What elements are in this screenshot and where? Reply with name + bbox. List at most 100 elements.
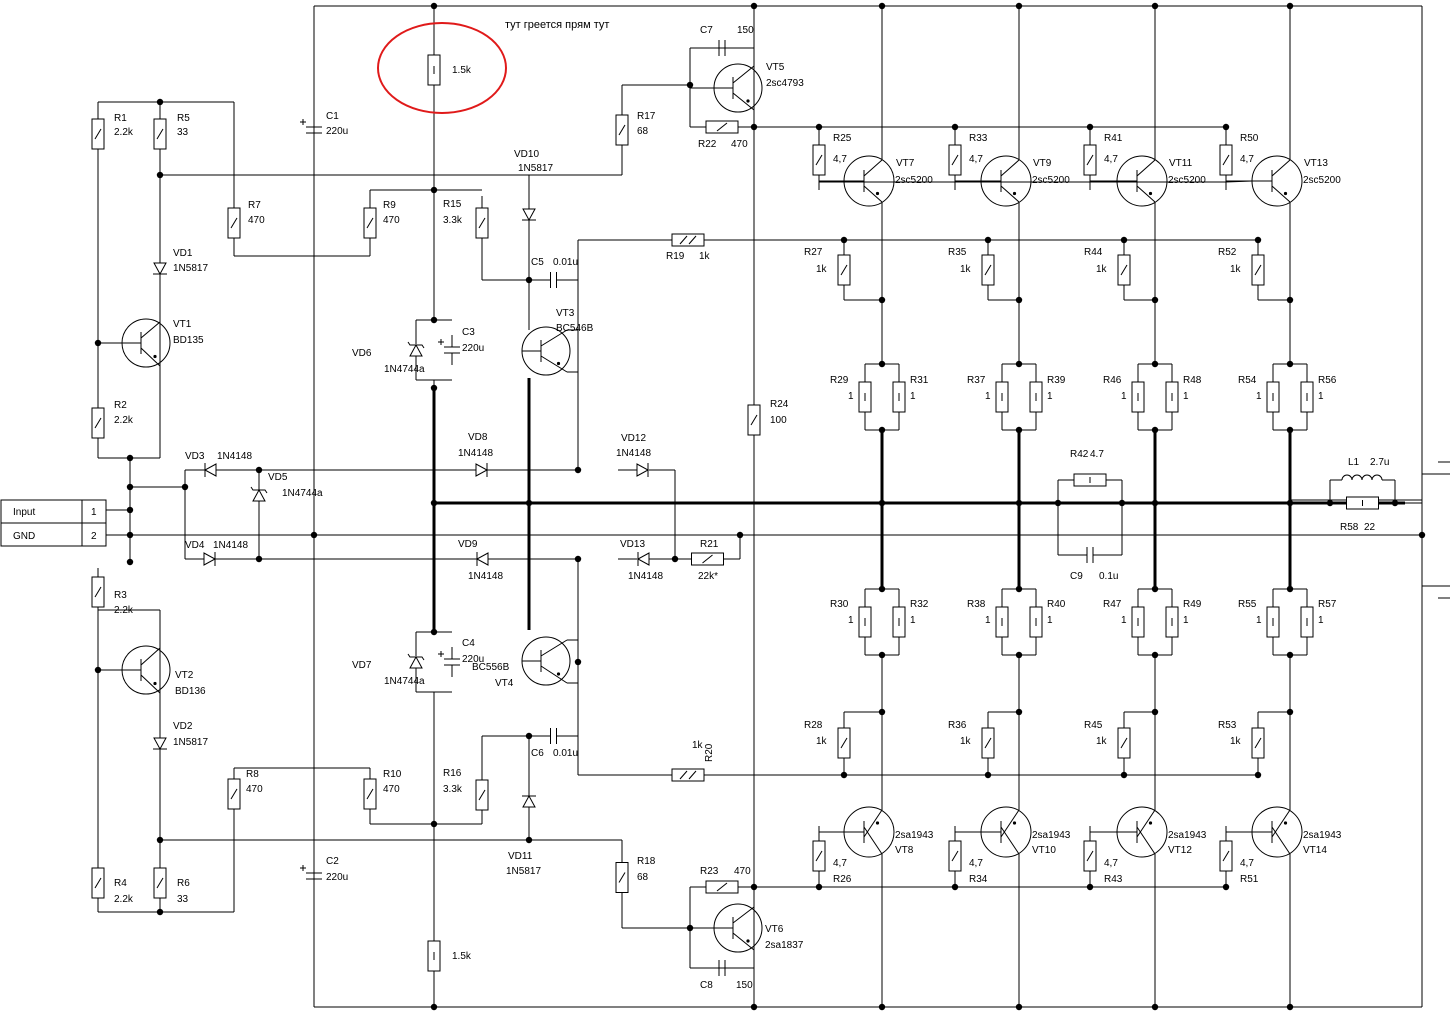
vt-bot-designator: VT10 <box>1032 845 1056 856</box>
r-base-top-value: 4,7 <box>833 154 847 165</box>
junction-dot <box>750 883 758 891</box>
rtop-value: 1.5k <box>452 65 472 76</box>
c1-value: 220u <box>326 126 348 137</box>
junction-dot <box>878 360 886 368</box>
r33-resistor <box>948 144 962 176</box>
r51-resistor <box>1219 840 1233 872</box>
re-bot-right-designator: R40 <box>1047 599 1066 610</box>
junction-dot <box>126 506 134 514</box>
junction-dot <box>1286 426 1294 434</box>
vd10-value: 1N5817 <box>518 163 553 174</box>
junction-dot <box>878 499 886 507</box>
c5-capacitor <box>550 272 557 288</box>
c2-capacitor <box>300 865 322 880</box>
c4-value: 220u <box>462 654 484 665</box>
r19-resistor <box>671 233 705 247</box>
re-bot-left-designator: R55 <box>1238 599 1257 610</box>
r16-resistor <box>475 779 489 811</box>
vt1-value: BD135 <box>173 335 204 346</box>
vd12-value: 1N4148 <box>616 448 651 459</box>
vt-top-model: 2sc5200 <box>1303 175 1341 186</box>
r29-resistor <box>858 381 872 413</box>
r-base-bot-designator: R43 <box>1104 874 1123 885</box>
r17-designator: R17 <box>637 111 656 122</box>
junction-dot <box>878 296 886 304</box>
junction-dot <box>1151 708 1159 716</box>
vt2-value: BD136 <box>175 686 206 697</box>
vd6-value: 1N4744a <box>384 364 425 375</box>
junction-dot <box>1254 236 1262 244</box>
junction-dot <box>1118 499 1126 507</box>
junction-dot <box>430 1003 438 1011</box>
connector-input-label: Input <box>13 507 35 518</box>
junction-dot <box>878 1003 886 1011</box>
junction-dot <box>951 123 959 131</box>
r-bias-top-designator: R44 <box>1084 247 1103 258</box>
vd7-zener <box>407 653 425 669</box>
vt9-transistor <box>980 155 1032 207</box>
vd11-value: 1N5817 <box>506 866 541 877</box>
re-bot-right-value: 1 <box>910 615 916 626</box>
junction-dot <box>750 2 758 10</box>
re-top-right-value: 1 <box>1183 391 1189 402</box>
r2-designator: R2 <box>114 400 127 411</box>
vd9-designator: VD9 <box>458 539 478 550</box>
junction-dot <box>156 908 164 916</box>
junction-dot <box>1015 426 1023 434</box>
r58-designator: R58 <box>1340 522 1359 533</box>
junction-dot <box>1151 499 1159 507</box>
junction-dot <box>310 531 318 539</box>
vt2-transistor <box>121 645 171 695</box>
r28-resistor <box>837 727 851 759</box>
r-base-top-value: 4,7 <box>969 154 983 165</box>
vt-top-designator: VT9 <box>1033 158 1052 169</box>
vd3-designator: VD3 <box>185 451 205 462</box>
vd8-diode <box>475 463 489 477</box>
r22-resistor <box>705 120 739 134</box>
vd13-value: 1N4148 <box>628 571 663 582</box>
junction-dot <box>1151 426 1159 434</box>
c9-capacitor <box>1086 547 1094 563</box>
junction-dot <box>984 771 992 779</box>
vt-bot-model: 2sa1943 <box>895 830 934 841</box>
c2-value: 220u <box>326 872 348 883</box>
junction-dot <box>156 171 164 179</box>
re-top-left-designator: R29 <box>830 375 849 386</box>
r7-value: 470 <box>248 215 265 226</box>
r-base-top-designator: R50 <box>1240 133 1259 144</box>
re-bot-left-designator: R38 <box>967 599 986 610</box>
vd8-designator: VD8 <box>468 432 488 443</box>
vd9-diode <box>475 552 489 566</box>
junction-dot <box>255 466 263 474</box>
r18-value: 68 <box>637 872 649 883</box>
junction-dot <box>1015 2 1023 10</box>
junction-dot <box>1054 499 1062 507</box>
r5-resistor <box>153 118 167 150</box>
vd2-designator: VD2 <box>173 721 193 732</box>
re-bot-right-designator: R49 <box>1183 599 1202 610</box>
junction-dot <box>1151 296 1159 304</box>
c1-designator: C1 <box>326 111 339 122</box>
components <box>91 40 1383 976</box>
r-base-bot-value: 4,7 <box>969 858 983 869</box>
re-top-right-value: 1 <box>1318 391 1324 402</box>
junction-dot <box>1418 531 1426 539</box>
junction-dot <box>1120 771 1128 779</box>
r1-designator: R1 <box>114 113 127 124</box>
r-bias-top-value: 1k <box>1230 264 1242 275</box>
r42-resistor <box>1073 473 1107 487</box>
r15-resistor <box>475 207 489 239</box>
vt-bot-model: 2sa1943 <box>1032 830 1071 841</box>
heat-note: тут греется прям тут <box>505 19 609 31</box>
wires <box>97 5 1450 1008</box>
vt4-value: BC556B <box>472 662 510 673</box>
r40-resistor <box>1029 606 1043 638</box>
r48-resistor <box>1165 381 1179 413</box>
junction-dot <box>1286 360 1294 368</box>
r31-resistor <box>892 381 906 413</box>
junction-dot <box>94 339 102 347</box>
r-bias-top-designator: R52 <box>1218 247 1237 258</box>
junction-dot <box>574 658 582 666</box>
c9-designator: C9 <box>1070 571 1083 582</box>
